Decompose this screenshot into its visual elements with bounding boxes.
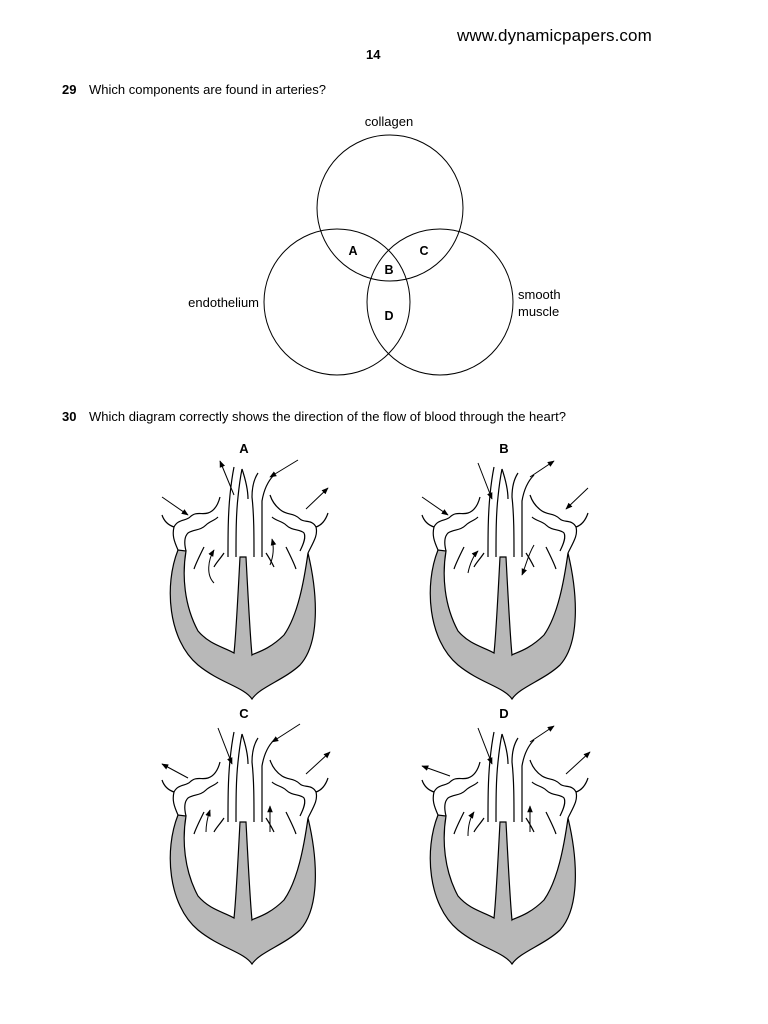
heart-option-c-label: C: [239, 706, 249, 721]
heart-diagram-a: [162, 460, 328, 699]
heart-diagram-b: [422, 461, 588, 699]
heart-option-a-label: A: [239, 441, 249, 456]
heart-option-b-label: B: [499, 441, 508, 456]
heart-diagram-c: [162, 724, 330, 964]
heart-diagram-d: [422, 726, 590, 964]
heart-option-d-label: D: [499, 706, 508, 721]
